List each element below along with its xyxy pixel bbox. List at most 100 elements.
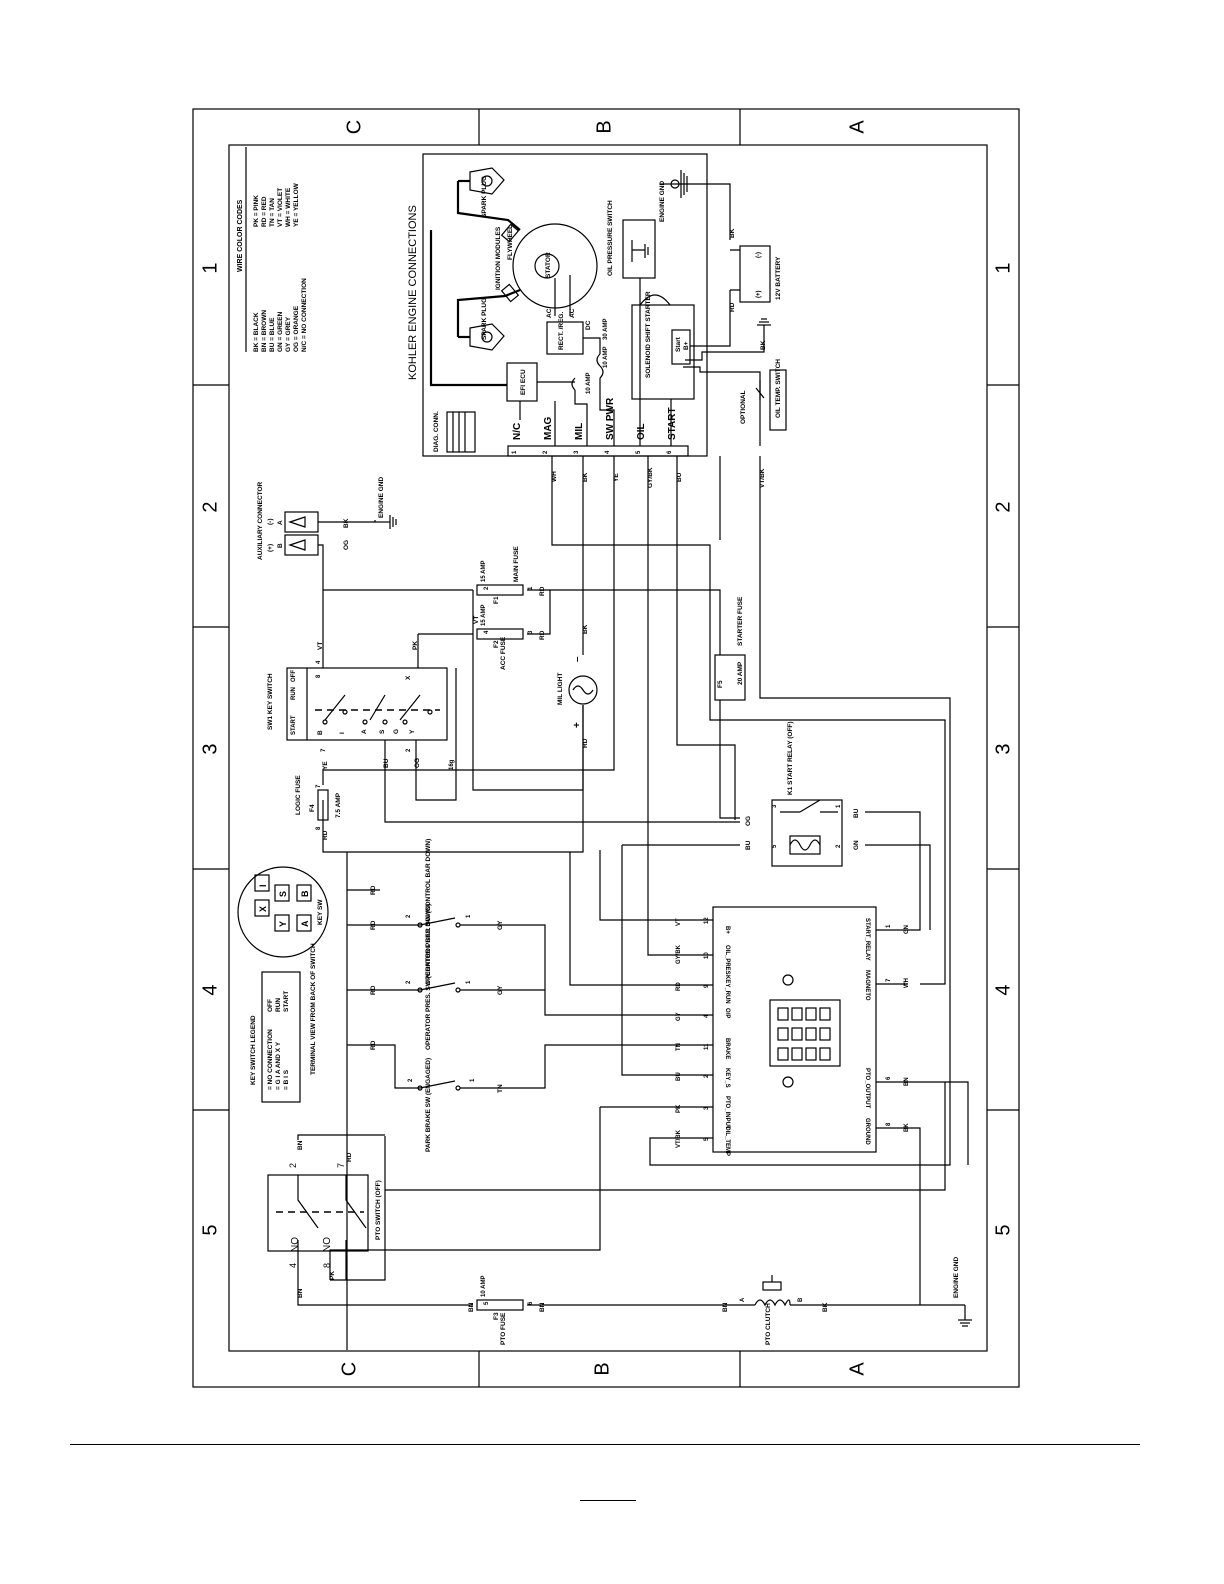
grid-col-c-bot: C: [338, 1362, 360, 1376]
svg-text:AUXILIARY CONNECTOR: AUXILIARY CONNECTOR: [257, 481, 264, 560]
svg-text:RD = RED: RD = RED: [261, 196, 268, 227]
grid-row-3-right: 3: [992, 743, 1014, 754]
svg-text:B: B: [277, 543, 284, 548]
svg-text:OG = ORANGE: OG = ORANGE: [293, 305, 300, 352]
svg-text:Y: Y: [409, 729, 416, 734]
svg-text:(-): (-): [756, 252, 762, 258]
svg-text:N/C = NO CONNECTION: N/C = NO CONNECTION: [301, 278, 308, 352]
svg-text:7: 7: [316, 784, 322, 788]
svg-text:GY: GY: [497, 985, 504, 995]
svg-text:SW PWR: SW PWR: [605, 397, 616, 440]
svg-text:GROUND: GROUND: [864, 1118, 870, 1145]
svg-text:5: 5: [704, 1137, 710, 1141]
svg-text:= G I A AND X Y: = G I A AND X Y: [275, 1041, 282, 1090]
svg-text:7.5 AMP: 7.5 AMP: [335, 792, 342, 818]
svg-text:N/C: N/C: [512, 423, 523, 440]
svg-text:2: 2: [406, 748, 412, 752]
grid-col-b-bot: B: [591, 1362, 613, 1375]
svg-text:2: 2: [543, 450, 549, 454]
svg-text:1: 1: [466, 980, 472, 984]
svg-text:B: B: [798, 1297, 804, 1302]
svg-text:BK: BK: [729, 228, 736, 238]
svg-text:8: 8: [886, 1122, 892, 1126]
oil-pressure-switch: [622, 219, 656, 279]
svg-text:10 AMP: 10 AMP: [586, 373, 592, 394]
frame: [192, 108, 1020, 1388]
svg-text:3: 3: [772, 804, 778, 808]
svg-text:TN: TN: [497, 1084, 504, 1093]
svg-text:7: 7: [336, 1163, 346, 1168]
svg-text:1: 1: [528, 586, 534, 590]
svg-text:5: 5: [484, 1301, 490, 1305]
svg-text:10 AMP: 10 AMP: [603, 347, 609, 368]
svg-text:PTO_OUTPUT: PTO_OUTPUT: [864, 1068, 870, 1109]
svg-text:BN: BN: [297, 1140, 304, 1150]
pto-fuse: 10 AMP PTO FUSE F3 5 6: [476, 1276, 534, 1345]
controller-pins: B+ OIL_PRES KEY_RUN O/P BRAKE KEY_S PTO_…: [676, 917, 910, 1156]
svg-text:GY: GY: [676, 1012, 682, 1021]
engine-connector: [507, 445, 689, 457]
starter-fuse: 20 AMP F5 STARTER FUSE: [714, 596, 746, 701]
svg-text:OIL TEMP. SWITCH: OIL TEMP. SWITCH: [775, 359, 782, 418]
grid-row-5-left: 5: [199, 1224, 221, 1235]
svg-text:Start: Start: [675, 336, 682, 352]
svg-text:ACC FUSE: ACC FUSE: [500, 636, 507, 670]
svg-text:1: 1: [466, 914, 472, 918]
logic-fuse: LOGIC FUSE 7.5 AMP F4 7 8: [295, 775, 342, 830]
svg-text:ENGINE GND: ENGINE GND: [659, 181, 666, 222]
svg-text:ENGINE GND: ENGINE GND: [953, 1257, 960, 1298]
wire-labels: WH BK YE GY/BK BU VT/BK BK OG RD RD VT B…: [297, 467, 860, 1312]
operator-switch-2: 2 1 OPERATOR PRES. SW (CONTROL BAR DOWN): [406, 904, 472, 1050]
grid-col-c-top: C: [343, 120, 365, 134]
svg-text:8: 8: [316, 674, 322, 678]
svg-text:VT/BK: VT/BK: [759, 468, 766, 488]
svg-text:KEY_S: KEY_S: [724, 1068, 730, 1088]
wire-color-codes: WIRE COLOR CODES BK = BLACK BN = BROWN B…: [237, 147, 308, 352]
svg-text:BN = BROWN: BN = BROWN: [261, 310, 268, 352]
svg-text:PARK BRAKE SW (ENGAGED): PARK BRAKE SW (ENGAGED): [425, 1058, 432, 1152]
svg-text:3: 3: [704, 1106, 710, 1110]
svg-text:GY: GY: [497, 920, 504, 930]
svg-text:BRAKE: BRAKE: [724, 1038, 730, 1059]
oil-temp-switch: [769, 369, 787, 431]
svg-text:WH: WH: [551, 471, 558, 482]
svg-text:ENGINE GND: ENGINE GND: [378, 477, 385, 518]
svg-text:5: 5: [636, 450, 642, 454]
svg-text:RD: RD: [539, 630, 546, 640]
svg-text:F5: F5: [717, 680, 724, 688]
svg-text:BK: BK: [582, 472, 589, 482]
svg-text:RD: RD: [582, 738, 589, 748]
engine-box: KOHLER ENGINE CONNECTIONS SPARK PLUG SPA…: [407, 153, 787, 457]
svg-text:BN: BN: [468, 1302, 475, 1312]
svg-text:X: X: [405, 675, 412, 680]
start-relay-k1: K1 START RELAY (OFF) 3 5 1 2: [771, 721, 843, 867]
svg-text:= B I S: = B I S: [283, 1069, 290, 1090]
svg-text:VT: VT: [317, 642, 324, 650]
svg-text:AC: AC: [569, 308, 576, 318]
svg-text:9: 9: [704, 984, 710, 988]
svg-text:B: B: [300, 890, 310, 897]
svg-text:15 AMP: 15 AMP: [481, 605, 487, 626]
svg-text:4: 4: [316, 660, 322, 664]
svg-text:4: 4: [288, 1263, 298, 1268]
svg-text:F2: F2: [493, 640, 500, 648]
park-brake-switch: 2 1 PARK BRAKE SW (ENGAGED): [408, 1058, 476, 1152]
svg-text:PTO_INPUT: PTO_INPUT: [724, 1096, 730, 1130]
svg-text:START: START: [283, 991, 290, 1012]
svg-text:OG: OG: [414, 758, 421, 768]
grid-row-1-left: 1: [199, 262, 221, 273]
svg-text:RD: RD: [729, 302, 736, 312]
svg-text:7: 7: [321, 748, 327, 752]
auxiliary-connector: AUXILIARY CONNECTOR (-) (+) A B ENGINE G…: [257, 477, 385, 560]
svg-text:B+: B+: [724, 926, 730, 934]
svg-text:FLYWHEEL: FLYWHEEL: [507, 225, 514, 260]
svg-text:RD: RD: [346, 1152, 353, 1162]
key-switch-legend: KEY SWITCH LEGEND = NO CONNECTION = G I …: [250, 943, 317, 1103]
svg-text:A: A: [361, 729, 368, 734]
svg-text:YE: YE: [613, 473, 620, 482]
svg-text:BU: BU: [853, 808, 860, 818]
svg-text:(+): (+): [267, 544, 274, 552]
key-switch-face: I X S Y B A KEY SW: [237, 866, 329, 958]
svg-text:SW1 KEY SWITCH: SW1 KEY SWITCH: [267, 673, 274, 730]
